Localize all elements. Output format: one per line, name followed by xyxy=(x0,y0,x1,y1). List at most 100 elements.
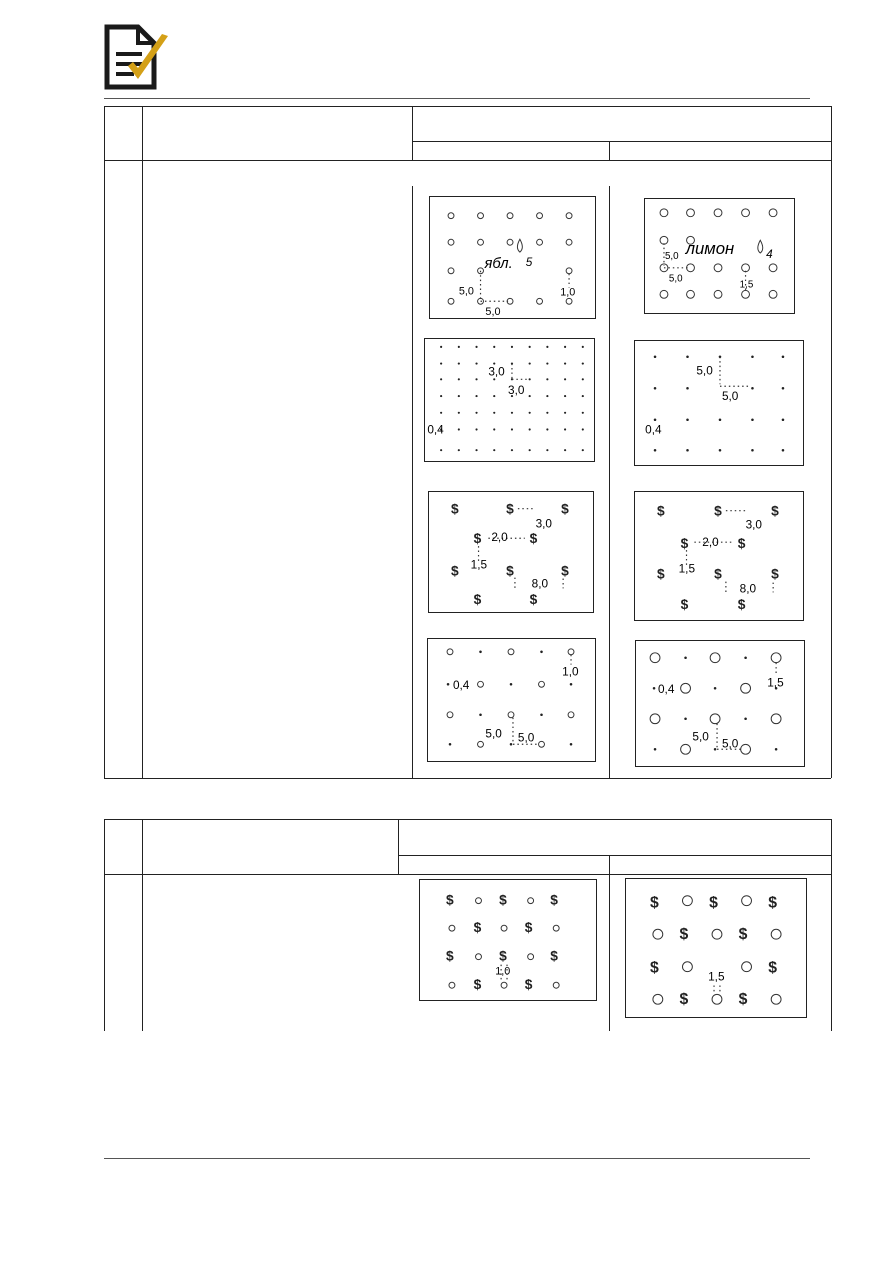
dollar-mark: $ xyxy=(738,536,746,551)
grid-dot xyxy=(457,394,460,398)
grid-dot xyxy=(546,362,549,365)
dollar-mark: $ xyxy=(768,895,777,912)
dim-label: 0,4 xyxy=(645,423,662,437)
dim-label: 1,5 xyxy=(708,970,725,984)
dollar-mark: $ xyxy=(561,564,569,579)
figure-dollar-circle-right: $ $ $ $ $ $ $ $ $ 1,5 xyxy=(625,878,807,1018)
dollar-mark: $ xyxy=(561,502,569,517)
grid-dot xyxy=(564,394,567,398)
grid-dot xyxy=(440,394,443,398)
dollar-mark: $ xyxy=(446,949,454,964)
grid-dot xyxy=(475,411,478,414)
label-lemon-num: 4 xyxy=(766,248,773,261)
grid-dot xyxy=(546,428,549,431)
dollar-mark: $ xyxy=(446,893,454,908)
grid-dot xyxy=(475,428,478,431)
dollar-mark: $ xyxy=(771,504,779,519)
dim-label: 2,0 xyxy=(491,530,508,544)
dim-label: 8,0 xyxy=(532,576,549,590)
dollar-mark: $ xyxy=(530,531,538,546)
grid-dot xyxy=(475,394,478,398)
dim-label: 5,0 xyxy=(485,726,502,740)
dim-label: 5,0 xyxy=(669,274,683,285)
grid-dot xyxy=(475,362,478,365)
figure-mixed-grid-right: 1,5 0,4 5,0 5,0 xyxy=(635,640,805,767)
dim-label: 3,0 xyxy=(508,383,525,397)
dollar-mark: $ xyxy=(506,564,514,579)
grid-dot xyxy=(475,449,478,452)
dollar-mark: $ xyxy=(709,895,718,912)
label-lemon: лимон xyxy=(685,239,735,258)
dim-label: 5,0 xyxy=(665,251,679,262)
dollar-mark: $ xyxy=(768,960,777,977)
dim-label: 0,4 xyxy=(453,678,470,692)
grid-dot xyxy=(457,449,460,452)
grid-dot xyxy=(440,428,443,431)
dollar-mark: $ xyxy=(451,564,459,579)
grid-dot xyxy=(564,411,567,414)
dollar-mark: $ xyxy=(680,926,689,943)
grid-dot xyxy=(440,378,443,381)
grid-dot xyxy=(546,345,549,348)
dollar-mark: $ xyxy=(550,949,558,964)
dollar-mark: $ xyxy=(650,895,659,912)
grid-dot xyxy=(528,394,531,398)
dim-label: 1,5 xyxy=(679,562,696,576)
dollar-mark: $ xyxy=(499,893,507,908)
dollar-mark: $ xyxy=(739,926,748,943)
dollar-mark: $ xyxy=(550,893,558,908)
grid-dot xyxy=(493,428,496,431)
header-rule xyxy=(104,98,810,99)
dim-label: 5,0 xyxy=(696,363,713,377)
dollar-mark: $ xyxy=(681,597,689,612)
dollar-mark: $ xyxy=(657,567,665,582)
dollar-mark: $ xyxy=(474,977,482,992)
dim-label: 8,0 xyxy=(740,581,757,595)
grid-dot xyxy=(457,411,460,414)
grid-dot xyxy=(493,362,496,365)
grid-dot xyxy=(440,449,443,452)
label-apple-num: 5 xyxy=(526,255,533,269)
dollar-mark: $ xyxy=(680,991,689,1008)
dim-label: 1,0 xyxy=(560,286,575,298)
dollar-mark: $ xyxy=(681,536,689,551)
dim-label: 2,0 xyxy=(702,535,719,549)
dim-label: 5,0 xyxy=(722,736,739,750)
grid-dot xyxy=(546,449,549,452)
dollar-mark: $ xyxy=(739,991,748,1008)
grid-dot xyxy=(493,345,496,348)
dim-label: 1,5 xyxy=(767,675,784,689)
dollar-mark: $ xyxy=(657,504,665,519)
dollar-mark: $ xyxy=(714,567,722,582)
grid-dot xyxy=(564,428,567,431)
grid-dot xyxy=(564,449,567,452)
dim-label: 1,5 xyxy=(471,558,488,572)
grid-dot xyxy=(457,378,460,381)
grid-dot xyxy=(581,449,584,452)
grid-dot xyxy=(581,345,584,348)
dollar-mark: $ xyxy=(650,960,659,977)
grid-dot xyxy=(528,345,531,348)
grid-dot xyxy=(440,411,443,414)
dollar-mark: $ xyxy=(474,920,482,935)
grid-dot xyxy=(493,411,496,414)
grid-dot xyxy=(581,411,584,414)
dollar-mark: $ xyxy=(714,504,722,519)
dim-label: 1,5 xyxy=(740,279,754,290)
grid-dot xyxy=(528,428,531,431)
dim-label: 5,0 xyxy=(722,389,739,403)
figure-lemon-grid: лимон 4 5,0 5,0 1,5 xyxy=(644,198,795,314)
dollar-mark: $ xyxy=(451,502,459,517)
grid-dot xyxy=(510,411,514,414)
grid-dot xyxy=(493,449,496,452)
grid-dot xyxy=(546,394,549,398)
figure-dot-grid-sparse: 5,0 5,0 0,4 xyxy=(634,340,804,466)
document-check-icon xyxy=(104,24,172,90)
figure-mixed-grid-left: 1,0 0,4 5,0 5,0 xyxy=(427,638,596,762)
grid-dot xyxy=(510,345,514,348)
figure-apple-grid: ябл. 5 5,0 5,0 1,0 xyxy=(429,196,596,319)
dollar-mark: $ xyxy=(506,502,514,517)
dollar-mark: $ xyxy=(474,592,482,607)
dim-label: 3,0 xyxy=(536,516,553,530)
